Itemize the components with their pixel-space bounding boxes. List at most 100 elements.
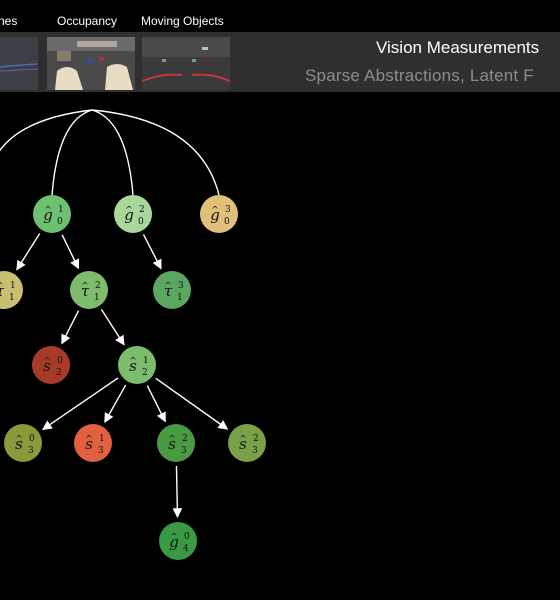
node-hat: ^	[44, 206, 52, 216]
node-hat: ^	[43, 357, 51, 367]
tree-node-g0-2: g^ 2 0	[114, 195, 152, 233]
node-subscript: 1	[177, 293, 183, 303]
node-hat: ^	[85, 435, 93, 445]
thumbnail-lanes	[0, 37, 38, 90]
node-circle	[228, 424, 266, 462]
tree-node-t1-2: τ^ 2 1	[70, 271, 108, 309]
node-circle	[157, 424, 195, 462]
thumbnail-moving-objects	[142, 37, 230, 90]
node-symbol: s	[43, 357, 51, 375]
page-subtitle: Sparse Abstractions, Latent F	[305, 66, 534, 85]
tree-node-t1-1: τ^ 1 1	[0, 271, 23, 309]
tree-edge	[172, 465, 183, 518]
node-hat: ^	[129, 357, 137, 367]
node-superscript: 0	[184, 532, 190, 542]
node-symbol: s	[85, 435, 93, 453]
node-circle	[32, 346, 70, 384]
node-hat: ^	[170, 533, 178, 543]
thumb-label-occupancy: Occupancy	[57, 14, 118, 28]
node-superscript: 1	[143, 356, 149, 366]
tree-node-s3-1: s^ 1 3	[74, 424, 112, 462]
node-symbol: g	[169, 533, 179, 551]
node-superscript: 2	[253, 434, 259, 444]
tree-edge	[91, 109, 220, 196]
node-subscript: 3	[28, 446, 34, 456]
thumb-label-0: nes	[0, 14, 18, 28]
node-symbol: g	[43, 206, 53, 224]
node-hat: ^	[211, 206, 219, 216]
node-superscript: 1	[10, 281, 16, 291]
tree-nodes: g^10g^20g^30τ^11τ^21τ^31s^02s^12s^03s^13…	[0, 195, 266, 560]
node-hat: ^	[239, 435, 247, 445]
node-hat: ^	[81, 282, 89, 292]
tree-edge	[155, 377, 229, 430]
node-subscript: 3	[98, 446, 104, 456]
node-subscript: 4	[183, 544, 189, 554]
tree-edge	[142, 234, 162, 270]
tree-node-s2-0: s^ 0 2	[32, 346, 70, 384]
tree-node-s2-1: s^ 1 2	[118, 346, 156, 384]
node-subscript: 0	[224, 217, 230, 227]
node-circle	[70, 271, 108, 309]
node-symbol: g	[210, 206, 220, 224]
node-subscript: 1	[94, 293, 100, 303]
tree-edge	[0, 109, 93, 152]
node-hat: ^	[168, 435, 176, 445]
node-superscript: 2	[95, 281, 101, 291]
tree-edge	[104, 384, 127, 423]
node-subscript: 3	[181, 446, 187, 456]
node-circle	[159, 522, 197, 560]
node-circle	[74, 424, 112, 462]
node-hat: ^	[15, 435, 23, 445]
tree-node-s3-2a: s^ 2 3	[157, 424, 195, 462]
thumb-label-moving-objects: Moving Objects	[141, 14, 224, 28]
tree-node-g4-0: g^ 0 4	[159, 522, 197, 560]
tree-node-g0-3: g^ 3 0	[200, 195, 238, 233]
node-subscript: 3	[252, 446, 258, 456]
tree-edges	[0, 109, 229, 518]
node-circle	[200, 195, 238, 233]
node-circle	[153, 271, 191, 309]
node-subscript: 2	[142, 368, 148, 378]
node-symbol: τ	[81, 282, 90, 300]
page-title: Vision Measurements	[376, 38, 540, 57]
node-hat: ^	[125, 206, 133, 216]
node-superscript: 2	[182, 434, 188, 444]
node-hat: ^	[0, 282, 4, 292]
node-circle	[0, 271, 23, 309]
tree-edge	[41, 377, 119, 431]
node-symbol: τ	[0, 282, 5, 300]
tree-edge	[100, 308, 125, 346]
node-circle	[4, 424, 42, 462]
node-symbol: τ	[164, 282, 173, 300]
node-hat: ^	[164, 282, 172, 292]
node-subscript: 1	[9, 293, 15, 303]
node-circle	[33, 195, 71, 233]
node-circle	[118, 346, 156, 384]
node-superscript: 2	[139, 205, 145, 215]
node-symbol: s	[168, 435, 176, 453]
node-symbol: s	[15, 435, 23, 453]
node-subscript: 0	[138, 217, 144, 227]
node-subscript: 2	[56, 368, 62, 378]
node-superscript: 0	[57, 356, 63, 366]
node-superscript: 3	[178, 281, 184, 291]
node-superscript: 3	[225, 205, 231, 215]
node-subscript: 0	[57, 217, 63, 227]
tree-edge	[61, 234, 80, 270]
thumbnail-occupancy	[47, 37, 135, 90]
tree-node-t1-3: τ^ 3 1	[153, 271, 191, 309]
node-symbol: s	[129, 357, 137, 375]
tree-node-s3-0: s^03	[4, 424, 42, 462]
node-symbol: g	[124, 206, 134, 224]
node-superscript: 1	[99, 434, 105, 444]
tree-node-g0-1: g^ 1 0	[33, 195, 71, 233]
node-symbol: s	[239, 435, 247, 453]
tree-edge	[16, 233, 41, 271]
node-circle	[114, 195, 152, 233]
node-superscript: 1	[58, 205, 64, 215]
tree-edge	[61, 310, 80, 345]
tree-edge	[146, 385, 166, 423]
tree-node-s3-2b: s^ 2 3	[228, 424, 266, 462]
